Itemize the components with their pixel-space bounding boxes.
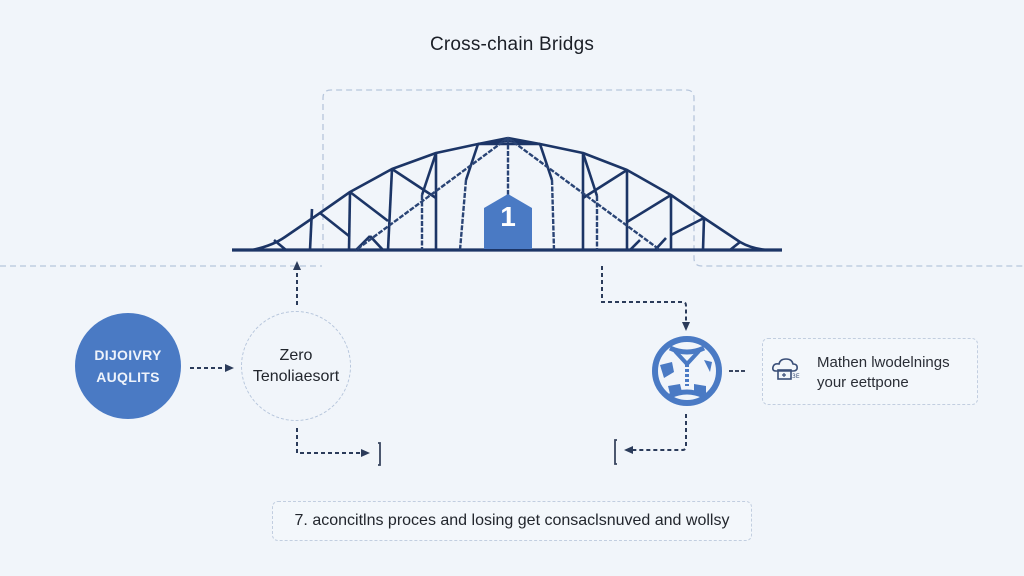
- zero-line1: Zero: [279, 347, 313, 364]
- info-line1: Mathen lwodelnings: [817, 354, 950, 371]
- bridge-icon: [232, 136, 782, 252]
- info-card[interactable]: 3E Mathen lwodelnings your eettpone: [762, 338, 978, 405]
- arrow-discovery-to-zero: [190, 364, 234, 372]
- arrow-network-out: [614, 414, 687, 465]
- svg-text:3E: 3E: [792, 373, 800, 380]
- footer-caption: 7. aconcitlns proces and losing get cons…: [272, 501, 752, 541]
- zero-node[interactable]: Zero Tenoliaesort: [241, 311, 351, 421]
- discovery-line1: DIJOIVRY: [94, 347, 162, 363]
- arrow-zero-out: [296, 428, 381, 466]
- discovery-audits-node[interactable]: DIJOIVRY AUQLITS: [75, 313, 181, 419]
- badge-shape: [484, 194, 532, 249]
- globe-network-icon: [652, 336, 722, 406]
- arrow-to-network: [601, 266, 690, 331]
- step-badge-number: 1: [500, 201, 516, 232]
- info-line2: your eettpone: [817, 374, 909, 391]
- bridge-frame: [322, 89, 1024, 267]
- cloud-server-icon: 3E: [772, 358, 800, 380]
- bridge-cables: [355, 137, 661, 251]
- footer-text: 7. aconcitlns proces and losing get cons…: [294, 512, 730, 529]
- arrow-to-bridge: [293, 261, 301, 305]
- diagram-title: Cross-chain Bridgs: [429, 34, 595, 55]
- discovery-line2: AUQLITS: [96, 369, 160, 385]
- zero-line2: Tenoliaesort: [252, 368, 340, 385]
